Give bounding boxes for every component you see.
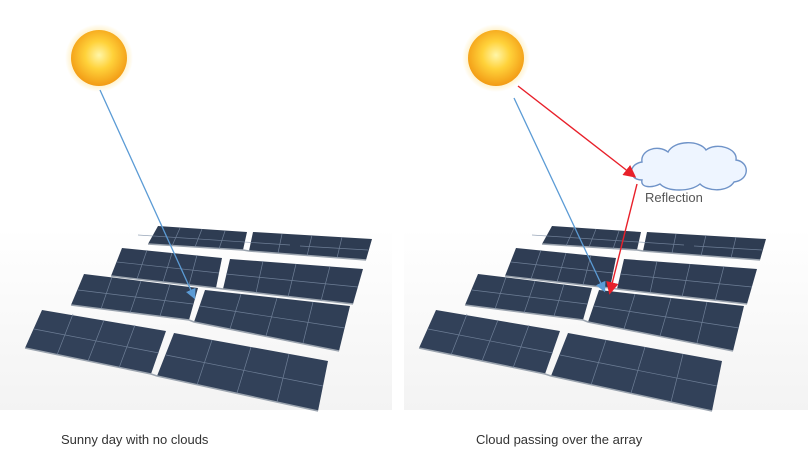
solar-panel bbox=[194, 290, 350, 351]
sun-icon bbox=[65, 24, 133, 92]
solar-panel bbox=[111, 248, 222, 288]
sun-icon bbox=[462, 24, 530, 92]
solar-panel bbox=[157, 333, 328, 411]
reflection-label: Reflection bbox=[645, 190, 703, 205]
right-diagram bbox=[404, 24, 808, 412]
direct-ray bbox=[513, 97, 606, 293]
cloud-icon bbox=[630, 142, 747, 191]
caption-sunny: Sunny day with no clouds bbox=[61, 432, 209, 447]
direct-ray bbox=[99, 89, 196, 300]
left-diagram bbox=[0, 24, 392, 412]
reflected-ray bbox=[606, 183, 638, 295]
caption-cloud: Cloud passing over the array bbox=[476, 432, 643, 447]
solar-array-right bbox=[418, 226, 766, 412]
solar-array-left bbox=[24, 226, 372, 412]
solar-panel bbox=[505, 248, 616, 288]
solar-panel bbox=[551, 333, 722, 411]
solar-panel bbox=[588, 290, 744, 351]
incident-ray-to-cloud bbox=[517, 85, 637, 178]
